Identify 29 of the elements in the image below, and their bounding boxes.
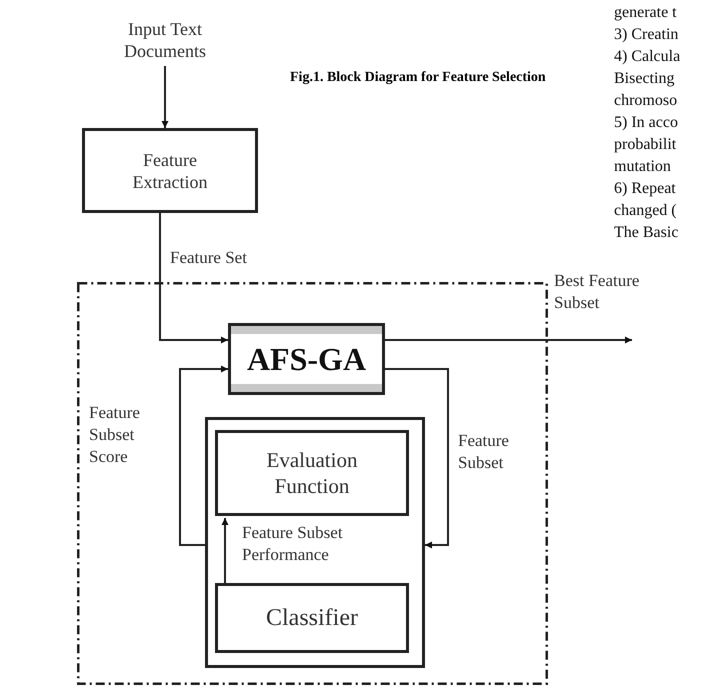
system-boundary — [77, 282, 548, 685]
container-box — [205, 417, 425, 668]
paragraph-fragment: 3) Creatin — [614, 25, 678, 45]
paragraph-fragment: chromoso — [614, 91, 678, 111]
paragraph-fragment: generate t — [614, 3, 677, 23]
paragraph-fragment: 4) Calcula — [614, 47, 680, 67]
input-label-text: Input Text Documents — [123, 18, 207, 62]
paragraph-fragment: mutation — [614, 157, 671, 177]
arrow — [179, 366, 228, 546]
process-box — [215, 430, 409, 516]
box-label: AFS-GA — [246, 341, 366, 377]
arrow — [162, 66, 168, 128]
paragraph-fragment: Bisecting — [614, 69, 674, 89]
paragraph-fragment: changed ( — [614, 201, 677, 221]
arrow — [385, 336, 632, 344]
algorithm-box — [228, 323, 385, 395]
box-label: Classifier — [266, 605, 358, 631]
paragraph-fragment: The Basic — [614, 223, 678, 243]
figure-caption: Fig.1. Block Diagram for Feature Selection — [290, 70, 546, 86]
paragraph-fragment: 6) Repeat — [614, 179, 676, 199]
paragraph-fragment: probabilit — [614, 135, 676, 155]
box-label: Feature Extraction — [132, 148, 208, 192]
paragraph-fragment: 5) In acco — [614, 113, 678, 133]
arrow — [385, 368, 449, 548]
process-box — [215, 583, 409, 653]
arrow — [159, 213, 228, 344]
arrow — [222, 518, 228, 585]
process-box — [82, 128, 258, 213]
box-label: Evaluation Function — [266, 447, 358, 499]
